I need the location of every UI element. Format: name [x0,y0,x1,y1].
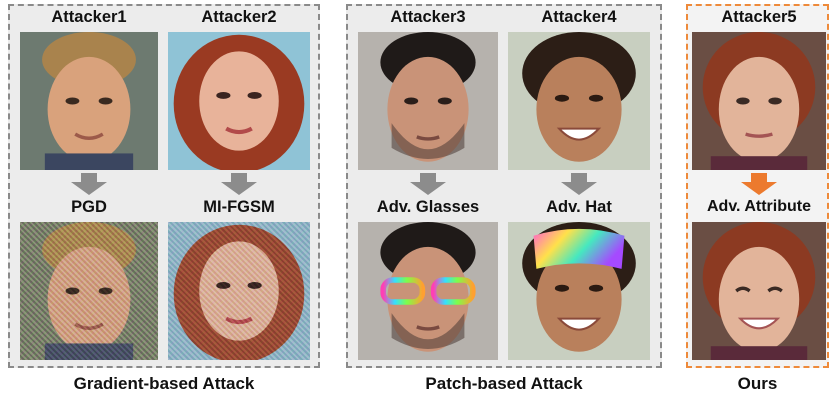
arrow-down-icon [739,173,779,195]
attacker5-label: Attacker5 [721,8,797,26]
attacker1-face-image [20,32,158,170]
arrow-down-icon [559,173,599,195]
attacker3-face-image [358,32,498,170]
arrow-down-icon [219,173,259,195]
ours-caption: Ours [737,374,778,393]
pgd-adversarial-face-image [20,222,158,360]
patch-attack-caption: Patch-based Attack [425,374,583,393]
attacker5-face-image [692,32,826,170]
adv-glasses-label: Adv. Glasses [376,198,480,216]
pgd-label: PGD [71,198,107,216]
adv-hat-label: Adv. Hat [546,198,612,216]
adv-attribute-label: Adv. Attribute [707,198,811,215]
attacker2-label: Attacker2 [201,8,277,26]
adv-hat-face-image [508,222,650,360]
mi-fgsm-adversarial-face-image [168,222,310,360]
mi-fgsm-label: MI-FGSM [203,198,275,216]
attacker3-label: Attacker3 [390,8,466,26]
arrow-down-icon [408,173,448,195]
adv-attribute-face-image [692,222,826,360]
gradient-attack-caption: Gradient-based Attack [73,374,255,393]
adv-glasses-face-image [358,222,498,360]
attacker4-face-image [508,32,650,170]
attacker4-label: Attacker4 [541,8,617,26]
attacker1-label: Attacker1 [51,8,127,26]
arrow-down-icon [69,173,109,195]
attacker2-face-image [168,32,310,170]
